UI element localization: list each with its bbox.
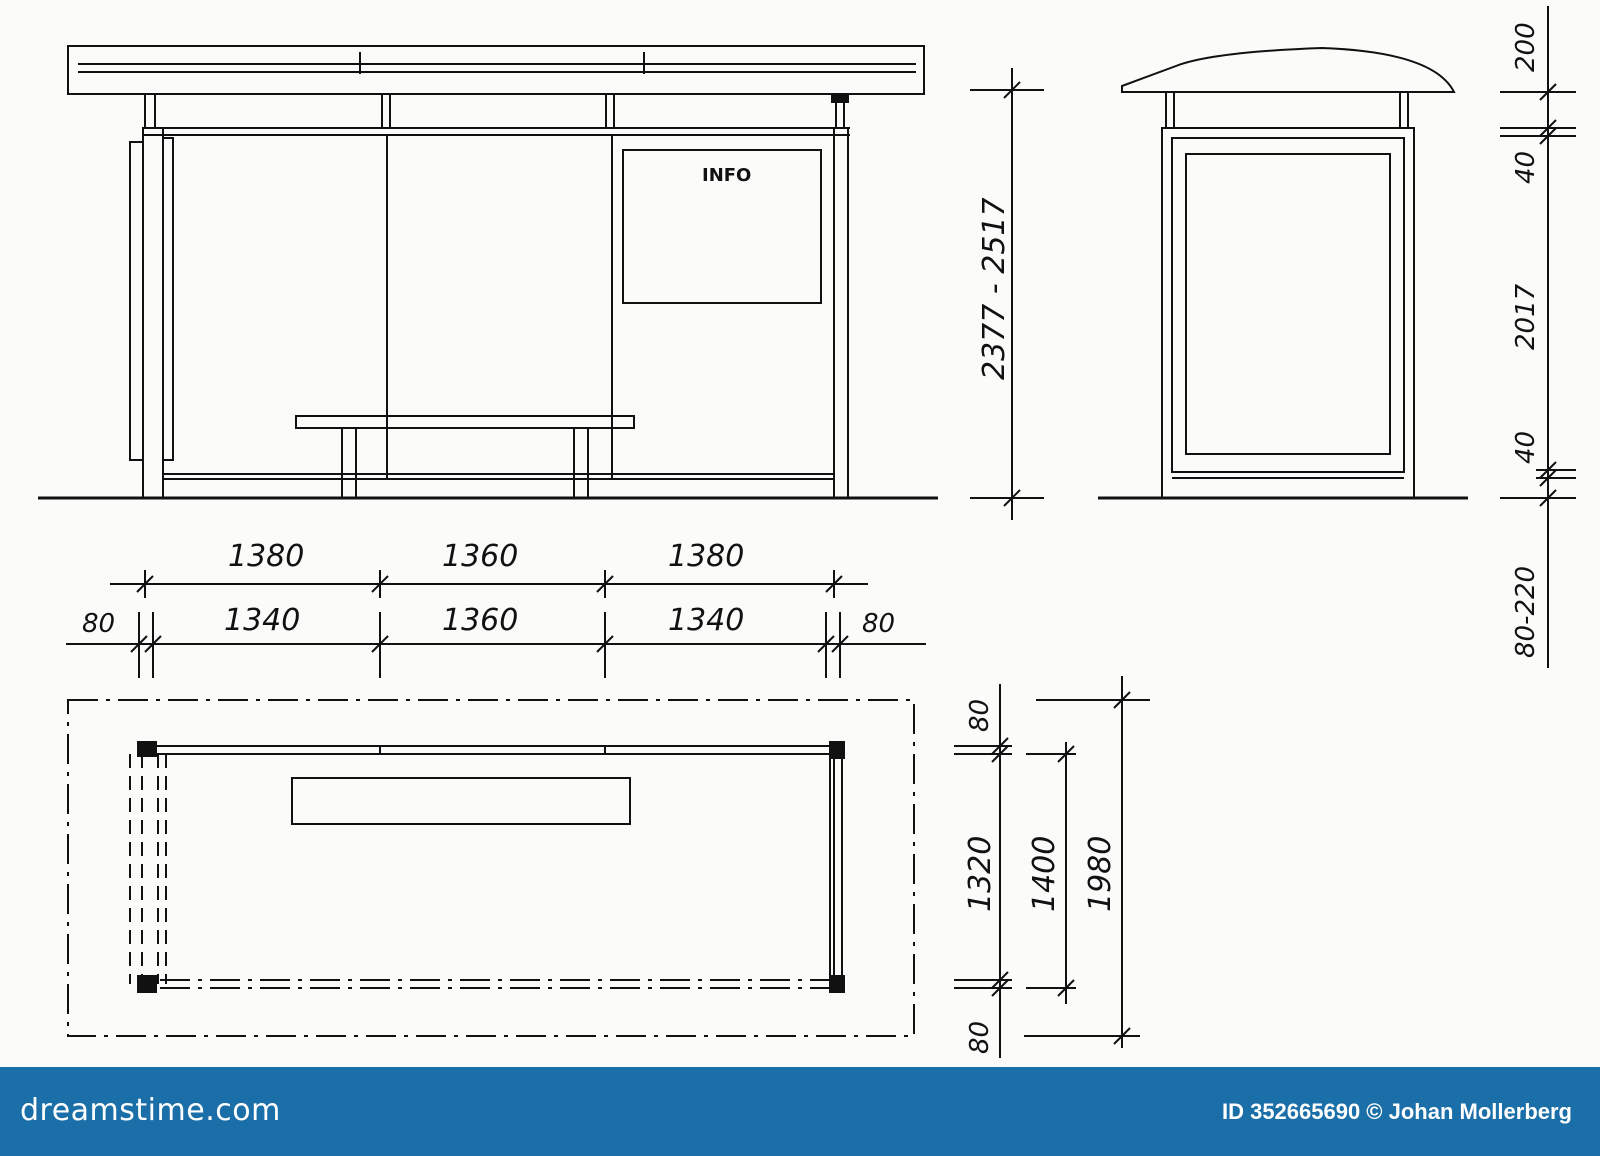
dim-bottom-80-right: 80: [862, 609, 895, 639]
dim-bottom-80-left: 80: [82, 609, 115, 639]
brand-logo[interactable]: dreamstime.com: [20, 1093, 281, 1128]
side-roof-curve: [1121, 46, 1456, 93]
dim-roof-200: 200: [1511, 22, 1541, 72]
dim-beam-40: 40: [1511, 151, 1541, 184]
footer-bar: dreamstime.com ID 352665690 © Johan Moll…: [0, 1067, 1600, 1156]
dim-plan-80-bottom: 80: [965, 1021, 995, 1054]
info-board: [622, 149, 822, 304]
roof-outline-dashed: [67, 699, 915, 1037]
dim-top-1380-right: 1380: [668, 539, 744, 574]
dim-top-1360: 1360: [442, 539, 518, 574]
dim-bottom-1340-right: 1340: [668, 603, 744, 638]
dim-bottom-1340-left: 1340: [224, 603, 300, 638]
front-right-post: [833, 127, 849, 499]
dim-plan-1400: 1400: [1027, 836, 1062, 912]
side-frame: [1161, 127, 1415, 499]
dim-panel-2017: 2017: [1511, 283, 1541, 350]
dim-plan-1320: 1320: [963, 836, 998, 912]
plan-view: [67, 699, 915, 1037]
plan-dimensions: [954, 676, 1150, 1058]
side-height-dimension: [1500, 6, 1576, 668]
front-height-dimension: [970, 68, 1044, 520]
dim-base-40: 40: [1511, 431, 1541, 464]
front-roof: [67, 45, 925, 95]
bench-seat: [295, 415, 635, 429]
side-panel: [1185, 153, 1391, 455]
front-elevation: [38, 45, 938, 500]
image-credit: ID 352665690 © Johan Mollerberg: [1221, 1099, 1572, 1124]
dim-front-height: 2377 - 2517: [977, 197, 1012, 380]
front-left-post: [142, 127, 164, 499]
dim-plan-1980: 1980: [1083, 836, 1118, 912]
side-elevation: [1098, 46, 1468, 500]
dim-top-1380-left: 1380: [228, 539, 304, 574]
info-label: INFO: [702, 165, 751, 186]
technical-drawing: INFO 2377 - 2517 200 40 2017 40 80-220 1…: [38, 6, 1576, 1058]
dim-bottom-1360: 1360: [442, 603, 518, 638]
dim-clearance: 80-220: [1511, 566, 1541, 658]
dim-plan-80-top: 80: [965, 699, 995, 732]
plan-bench: [291, 777, 631, 825]
horizontal-dimensions: [66, 570, 926, 678]
